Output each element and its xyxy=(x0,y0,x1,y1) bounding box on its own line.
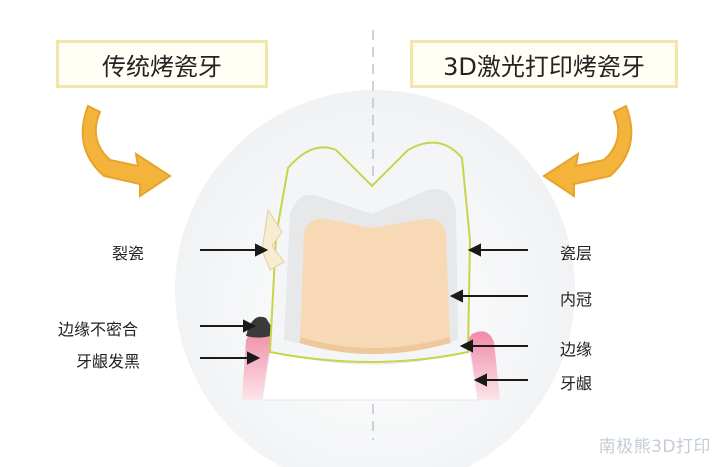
inner-crown xyxy=(300,218,450,351)
arrow-gum-head xyxy=(473,373,487,387)
label-porcelain: 瓷层 xyxy=(560,244,593,263)
label-margin: 边缘 xyxy=(560,340,593,359)
title-traditional: 传统烤瓷牙 xyxy=(56,40,268,88)
margin-gap-dark xyxy=(246,316,276,338)
pointer-arrows-left xyxy=(200,243,269,365)
arrow-inner-crown-head xyxy=(449,289,463,303)
curved-arrow-right-icon xyxy=(542,104,633,198)
label-gum-black: 牙龈发黑 xyxy=(76,352,141,371)
pointer-arrows-right xyxy=(449,243,528,387)
arrow-crack-head xyxy=(255,243,269,257)
arrow-margin-head xyxy=(459,339,473,353)
label-gum: 牙龈 xyxy=(560,374,593,393)
arrow-gum-black-head xyxy=(247,351,261,365)
arrow-porcelain-head xyxy=(467,243,481,257)
arrow-margin-gap-head xyxy=(243,319,257,333)
title-3d-laser: 3D激光打印烤瓷牙 xyxy=(410,40,678,88)
label-margin-gap: 边缘不密合 xyxy=(58,320,139,339)
crown-margin-band xyxy=(299,337,451,354)
watermark: 南极熊3D打印 xyxy=(598,437,711,457)
label-inner-crown: 内冠 xyxy=(560,290,593,309)
label-crack: 裂瓷 xyxy=(112,244,145,263)
curved-arrow-left-icon xyxy=(81,104,172,198)
